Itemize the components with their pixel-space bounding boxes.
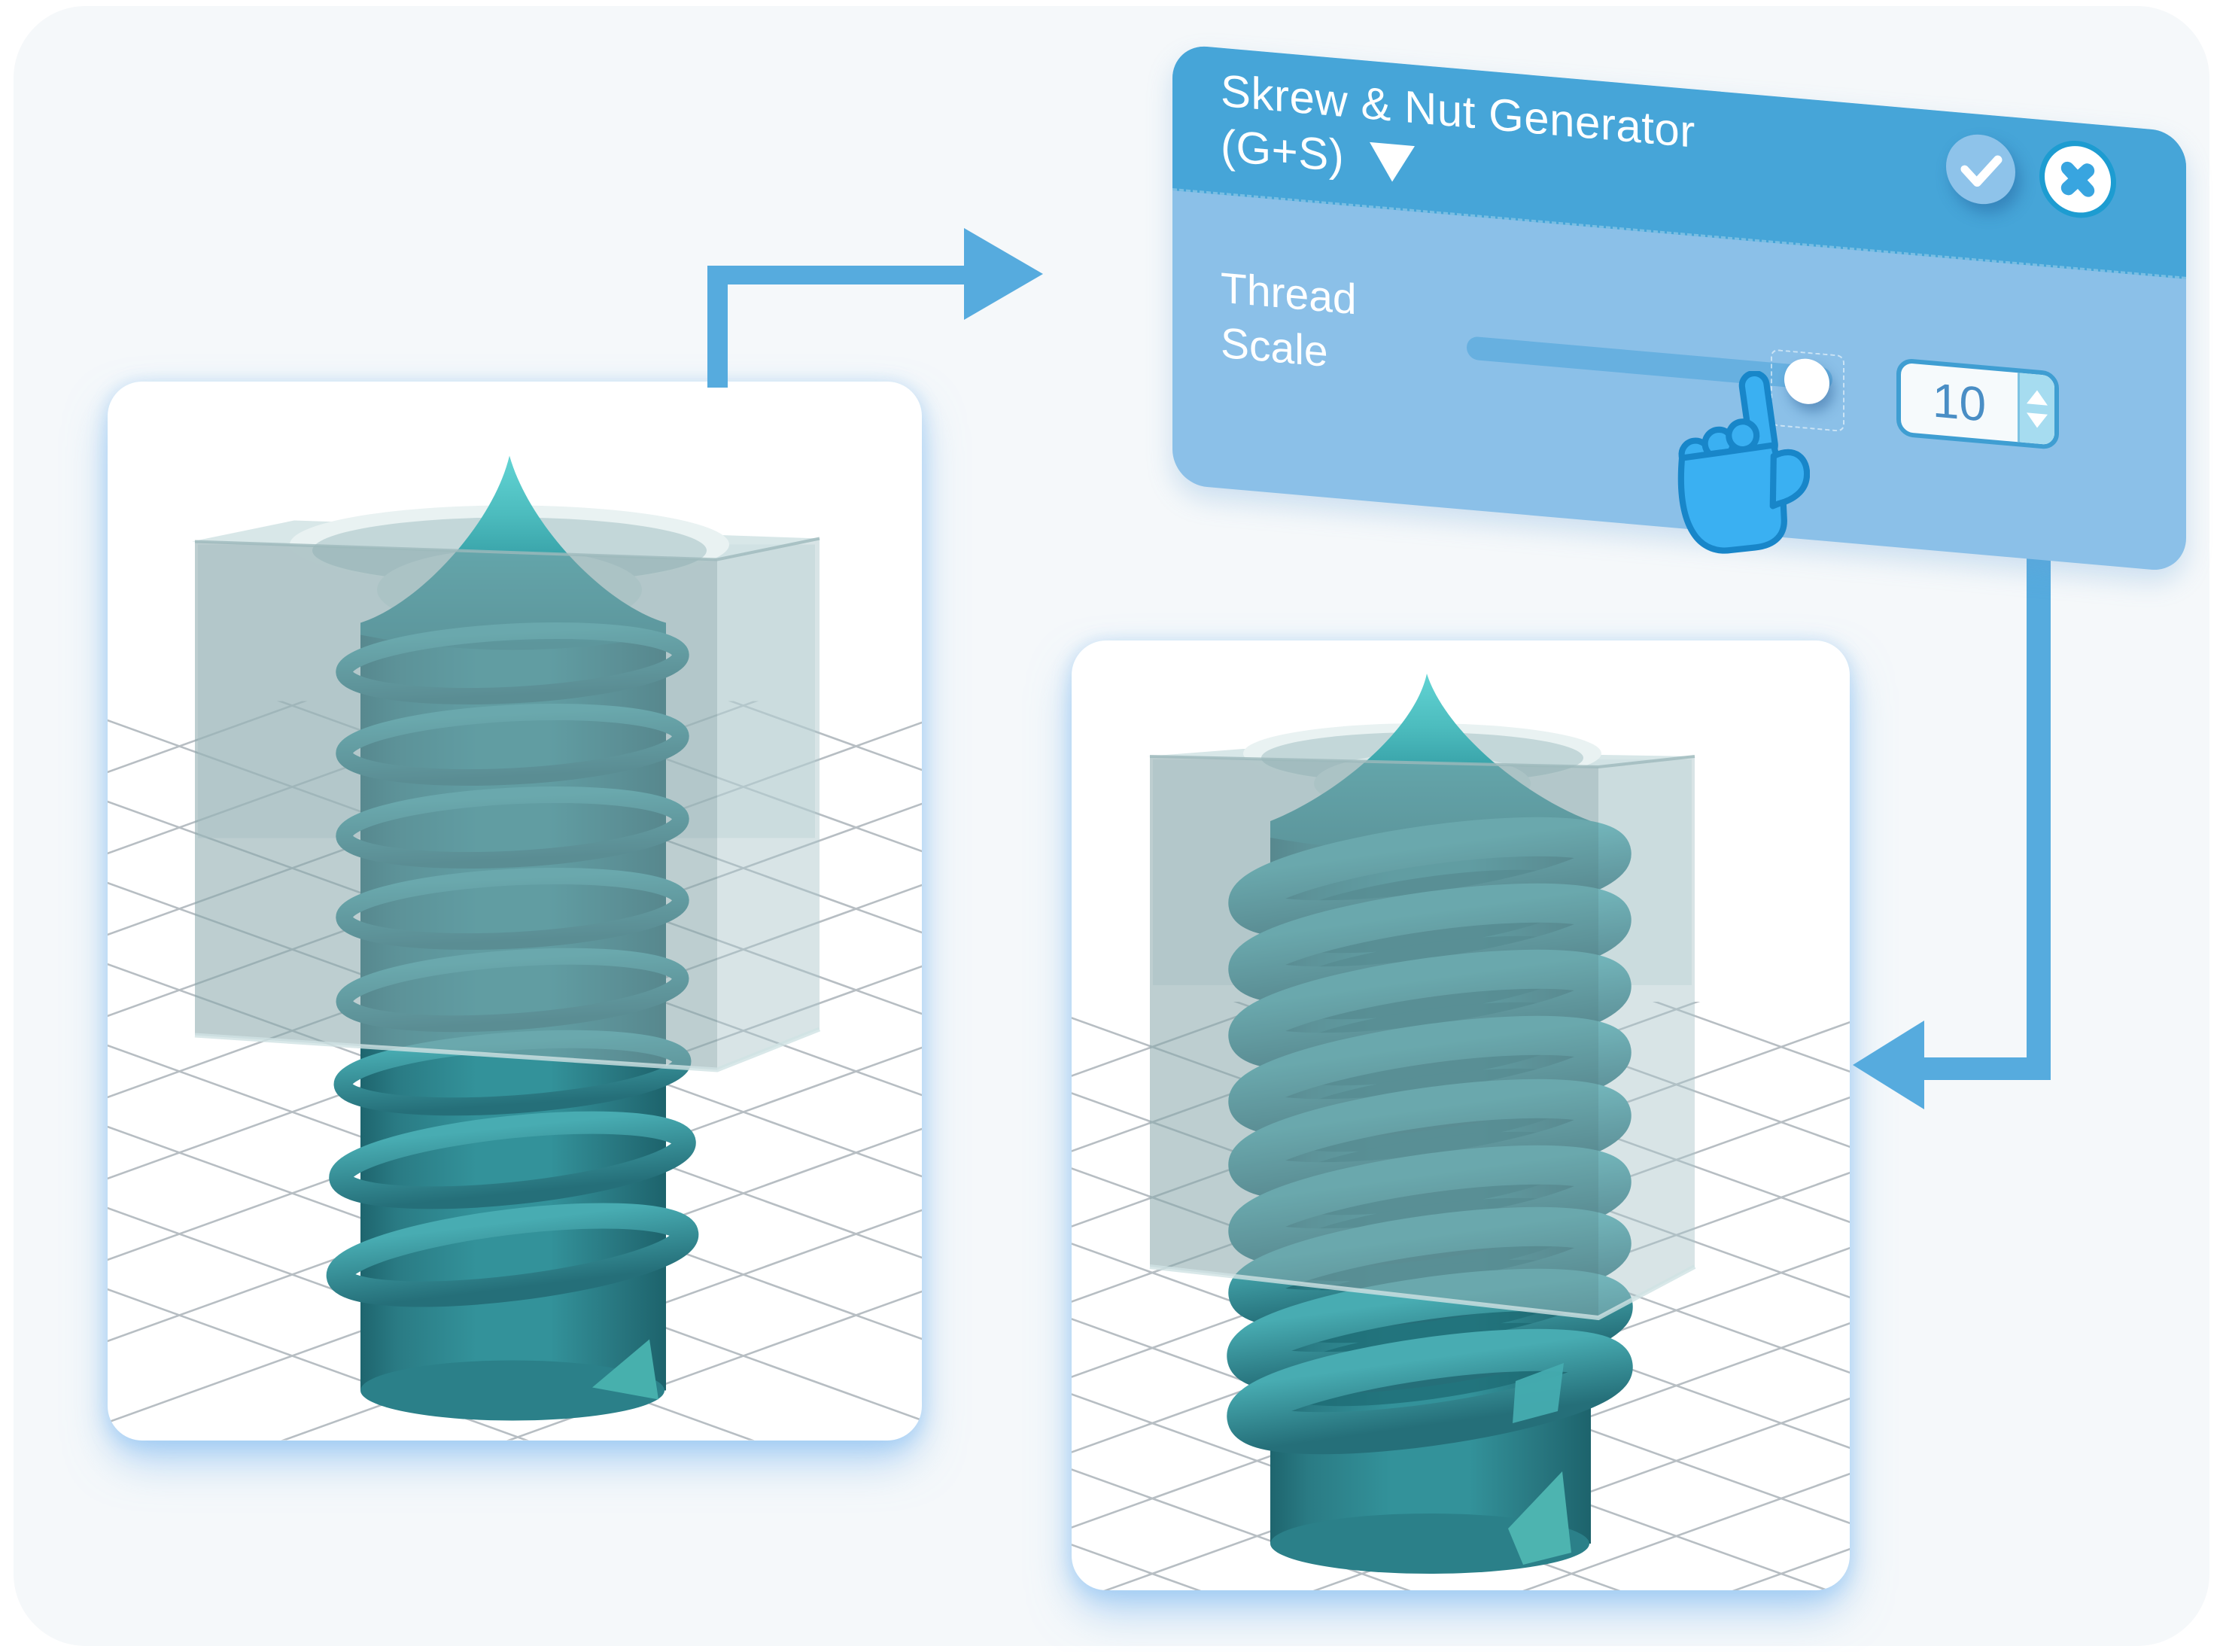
checkmark-icon [1960, 155, 2003, 187]
hand-pointer-icon [1677, 371, 1810, 554]
thread-scale-label: Thread Scale [1221, 263, 1357, 377]
panel-header: Skrew & Nut Generator (G+S) [1172, 44, 2186, 279]
nut-block-glass [1149, 755, 1696, 1321]
panel-title-line2: (G+S) [1221, 120, 1345, 182]
thread-scale-value[interactable]: 10 [1932, 373, 1987, 432]
preview-card-before [108, 382, 922, 1441]
arrow-panel-to-right-card [1853, 536, 2051, 1109]
close-button[interactable] [2039, 137, 2116, 221]
arrow-left-card-to-panel [707, 228, 1043, 388]
preview-card-after [1072, 640, 1850, 1590]
panel-title: Skrew & Nut Generator (G+S) [1221, 63, 1695, 215]
nut-block-glass [194, 537, 821, 1072]
number-stepper [2018, 373, 2054, 446]
stepper-up-icon[interactable] [2027, 389, 2048, 406]
thread-scale-number-input[interactable]: 10 [1896, 357, 2059, 451]
screw-coarse-thread-scene [1072, 674, 1850, 1590]
confirm-button[interactable] [1946, 131, 2015, 207]
stepper-down-icon[interactable] [2027, 412, 2048, 429]
shape-generator-panel: Skrew & Nut Generator (G+S) Thread Scale [1172, 44, 2186, 573]
dropdown-triangle-icon[interactable] [1370, 141, 1416, 184]
screw-fine-thread-scene [108, 455, 922, 1441]
close-cross-icon [2060, 161, 2095, 197]
